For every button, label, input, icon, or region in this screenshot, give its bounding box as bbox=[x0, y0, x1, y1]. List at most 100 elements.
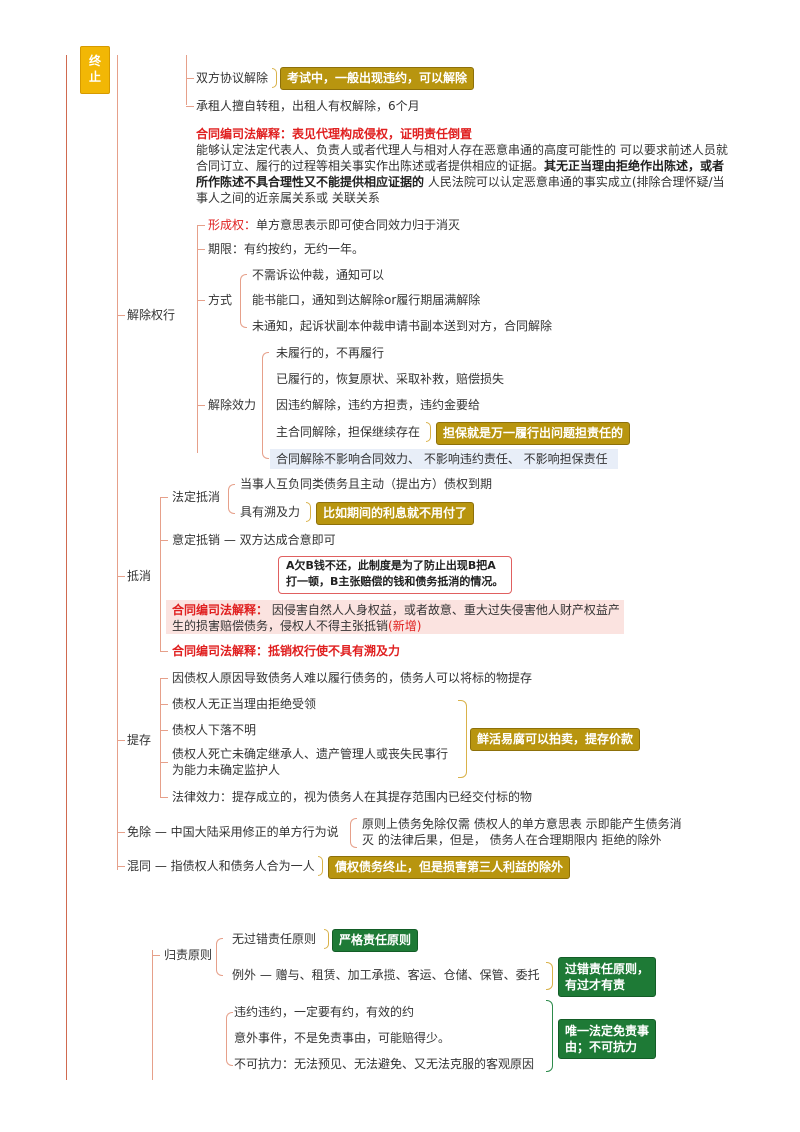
connector bbox=[197, 225, 205, 226]
effect-1: 未履行的，不再履行 bbox=[276, 346, 385, 360]
tag-fault-liability: 过错责任原则， 有过才有责 bbox=[558, 957, 657, 997]
connector bbox=[160, 730, 168, 731]
judicial-offset-1: 合同编司法解释： 因侵害自然人人身权益，或者故意、重大过失侵害他人财产权益产 bbox=[172, 603, 620, 617]
connector bbox=[197, 249, 205, 250]
escrow-4b: 为能力未确定监护人 bbox=[172, 763, 281, 777]
brace bbox=[426, 422, 431, 442]
tag-strict-liability: 严格责任原则 bbox=[332, 929, 419, 952]
connector bbox=[117, 832, 125, 833]
connector bbox=[160, 497, 168, 498]
escrow-2: 债权人无正当理由拒绝受领 bbox=[172, 697, 317, 711]
note-line-1: A欠B钱不还，此制度是为了防止出现B把A bbox=[286, 559, 496, 572]
connector bbox=[186, 78, 194, 79]
connector bbox=[160, 762, 168, 763]
bracket bbox=[160, 497, 161, 652]
escrow-3: 债权人下落不明 bbox=[172, 723, 257, 737]
tag-guarantee: 担保就是万一履行出问题担责任的 bbox=[436, 422, 631, 445]
para-line-4: 事人之间的近亲属关系或 关联关系 bbox=[196, 191, 380, 205]
node-statutory-offset: 法定抵消 bbox=[172, 490, 221, 504]
para-line-1: 能够认定法定代表人、负责人或者代理人与相对人存在恶意串通的高度可能性的 可以要求… bbox=[196, 143, 728, 157]
connector bbox=[117, 740, 125, 741]
statutory-1: 当事人互负同类债务且主动（提出方）债权到期 bbox=[240, 477, 493, 491]
tag-interest: 比如期间的利息就不用付了 bbox=[316, 502, 475, 525]
connector bbox=[152, 955, 160, 956]
connector bbox=[197, 405, 205, 406]
bracket bbox=[197, 225, 198, 453]
connector bbox=[160, 797, 168, 798]
brace bbox=[318, 856, 323, 876]
connector bbox=[117, 866, 125, 867]
connector bbox=[186, 106, 194, 107]
node-waiver: 免除 — 中国大陆采用修正的单方行为说 bbox=[127, 825, 339, 839]
brace bbox=[226, 1012, 233, 1066]
exceptions: 例外 — 赠与、租赁、加工承揽、客运、仓储、保管、委托 bbox=[232, 968, 540, 982]
judicial-offset-2: 生的损害赔偿债务，侵权人不得主张抵销(新增) bbox=[172, 619, 422, 633]
node-escrow: 提存 bbox=[127, 733, 152, 747]
connector bbox=[160, 678, 168, 679]
method-1: 不需诉讼仲裁，通知可以 bbox=[252, 268, 385, 282]
item-formation-right: 形成权：单方意思表示即可使合同效力归于消灭 bbox=[208, 218, 461, 232]
breach-2: 意外事件，不是免责事由，可能赔得少。 bbox=[234, 1031, 451, 1045]
item-term: 期限：有约按约，无约一年。 bbox=[208, 242, 365, 256]
judicial-offset-3: 合同编司法解释：抵销权行使不具有溯及力 bbox=[172, 644, 401, 658]
node-agreed-offset: 意定抵销 — 双方达成合意即可 bbox=[172, 533, 336, 547]
node-rescission-effect: 解除效力 bbox=[208, 398, 257, 412]
note-line-2: 打一顿，B主张赔偿的钱和债务抵消的情况。 bbox=[286, 575, 504, 588]
effect-2: 已履行的，恢复原状、采取补救，赔偿损失 bbox=[276, 372, 505, 386]
judicial-interpretation-title: 合同编司法解释：表见代理构成侵权，证明责任倒置 bbox=[196, 127, 473, 141]
brace bbox=[546, 1000, 553, 1072]
note-box bbox=[278, 556, 512, 594]
escrow-1: 因债权人原因导致债务人难以履行债务的，债务人可以将标的物提存 bbox=[172, 671, 533, 685]
escrow-4a: 债权人死亡未确定继承人、遗产管理人或丧失民事行 bbox=[172, 747, 449, 761]
node-offset: 抵消 bbox=[127, 569, 152, 583]
spine-inner bbox=[117, 55, 118, 870]
statutory-2: 具有溯及力 bbox=[240, 505, 301, 519]
tag-perishable: 鲜活易腐可以拍卖，提存价款 bbox=[470, 728, 641, 751]
connector bbox=[117, 576, 125, 577]
brace bbox=[216, 938, 223, 976]
effect-3: 因违约解除，违约方担责，违约金要给 bbox=[276, 398, 481, 412]
node-merger: 混同 — 指债权人和债务人合为一人 bbox=[127, 859, 315, 873]
brace bbox=[324, 929, 329, 949]
brace bbox=[546, 962, 553, 990]
effect-5-bg bbox=[270, 449, 618, 469]
connector bbox=[160, 540, 168, 541]
tag-force-majeure: 唯一法定免责事 由；不可抗力 bbox=[558, 1019, 657, 1059]
tag-merger: 債权债务终止，但是损害第三人利益的除外 bbox=[328, 856, 571, 879]
node-method: 方式 bbox=[208, 293, 233, 307]
spine-outer bbox=[66, 55, 67, 1080]
item-mutual-agreement: 双方协议解除 bbox=[196, 71, 269, 85]
method-2: 能书能口，通知到达解除or履行期届满解除 bbox=[252, 293, 481, 307]
node-liability-principle: 归责原则 bbox=[164, 948, 213, 962]
connector bbox=[160, 704, 168, 705]
escrow-5: 法律效力：提存成立的，视为债务人在其提存范围内已经交付标的物 bbox=[172, 790, 533, 804]
effect-5: 合同解除不影响合同效力、 不影响违约责任、 不影响担保责任 bbox=[276, 452, 608, 466]
waiver-desc-2: 灭 的法律后果，但是， 债务人在合理期限内 拒绝的除外 bbox=[362, 833, 662, 847]
brace bbox=[458, 700, 467, 778]
bracket bbox=[152, 950, 153, 1080]
tag-exam-note: 考试中，一般出现违约，可以解除 bbox=[280, 67, 475, 90]
node-rescission-right: 解除权行 bbox=[127, 308, 176, 322]
breach-1: 违约违约，一定要有约，有效的约 bbox=[234, 1005, 415, 1019]
judicial-bg bbox=[166, 600, 624, 634]
para-line-2: 合同订立、履行的过程等相关事实作出陈述或者提供相应的证据。其无正当理由拒绝作出陈… bbox=[196, 159, 725, 173]
brace bbox=[306, 502, 311, 522]
brace bbox=[240, 274, 247, 328]
method-3: 未通知，起诉状副本仲裁申请书副本送到对方，合同解除 bbox=[252, 319, 553, 333]
spine-s1 bbox=[186, 55, 187, 105]
effect-4: 主合同解除，担保继续存在 bbox=[276, 425, 421, 439]
connector bbox=[160, 651, 168, 652]
connector bbox=[117, 315, 125, 316]
breach-3: 不可抗力：无法预见、无法避免、又无法克服的客观原因 bbox=[234, 1057, 535, 1071]
item-sublease: 承租人擅自转租，出租人有权解除，6个月 bbox=[196, 99, 420, 113]
brace bbox=[350, 818, 357, 848]
para-line-3: 所作陈述不具合理性又不能提供相应证据的 人民法院可以认定恶意串通的事实成立(排除… bbox=[196, 175, 725, 189]
connector bbox=[197, 300, 205, 301]
bracket bbox=[160, 678, 161, 798]
brace bbox=[262, 352, 269, 459]
no-fault-principle: 无过错责任原则 bbox=[232, 932, 317, 946]
brace bbox=[228, 484, 235, 514]
waiver-desc-1: 原则上债务免除仅需 债权人的单方意思表 示即能产生债务消 bbox=[362, 817, 682, 831]
brace bbox=[272, 68, 277, 88]
section-label-terminate: 终 止 bbox=[80, 46, 110, 94]
